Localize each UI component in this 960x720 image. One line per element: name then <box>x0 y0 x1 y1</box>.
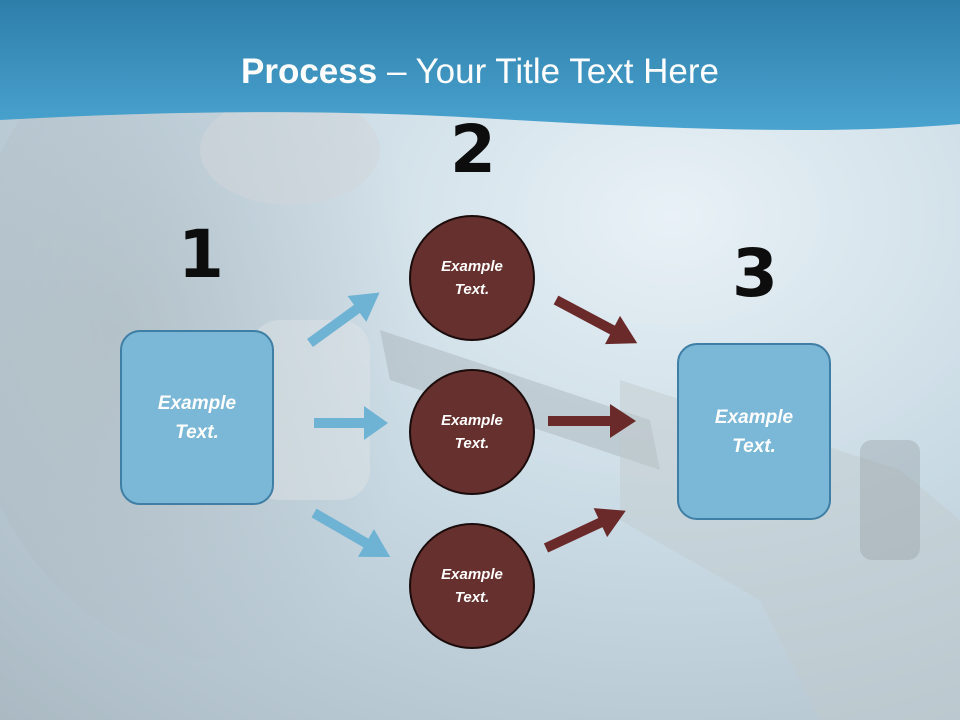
step-number-2: 2 <box>450 111 496 188</box>
slide-title: Process – Your Title Text Here <box>0 52 960 92</box>
arrow-right <box>314 406 388 440</box>
circle-bottom-line2: Text. <box>454 589 490 606</box>
title-bold: Process <box>241 52 378 91</box>
step-number-3: 3 <box>732 235 778 312</box>
process-circle-middle: Example Text. <box>409 369 535 495</box>
circle-bottom-line1: Example <box>441 566 503 583</box>
process-circle-bottom: Example Text. <box>409 523 535 649</box>
step-number-1: 1 <box>178 216 224 293</box>
right-box-line2: Text. <box>732 435 776 457</box>
blue-arrows <box>307 292 391 557</box>
arrow-up-right <box>307 292 380 348</box>
left-process-box: Example Text. <box>120 330 274 505</box>
left-box-line2: Text. <box>175 421 219 443</box>
circle-middle-line1: Example <box>441 412 503 429</box>
right-process-box: Example Text. <box>677 343 831 520</box>
process-circle-top: Example Text. <box>409 215 535 341</box>
left-box-line1: Example <box>157 392 237 414</box>
arrow-down-right-brown <box>553 295 638 345</box>
header-band <box>0 0 960 131</box>
arrow-up-right-brown <box>543 508 626 553</box>
circle-top-line1: Example <box>441 258 503 275</box>
circle-middle-line2: Text. <box>454 435 490 452</box>
arrow-right-brown <box>548 404 636 438</box>
arrow-down-right <box>311 508 391 557</box>
brown-arrows <box>543 295 638 553</box>
title-rest: – Your Title Text Here <box>377 52 719 91</box>
right-box-line1: Example <box>714 406 794 428</box>
circle-top-line2: Text. <box>454 281 490 298</box>
